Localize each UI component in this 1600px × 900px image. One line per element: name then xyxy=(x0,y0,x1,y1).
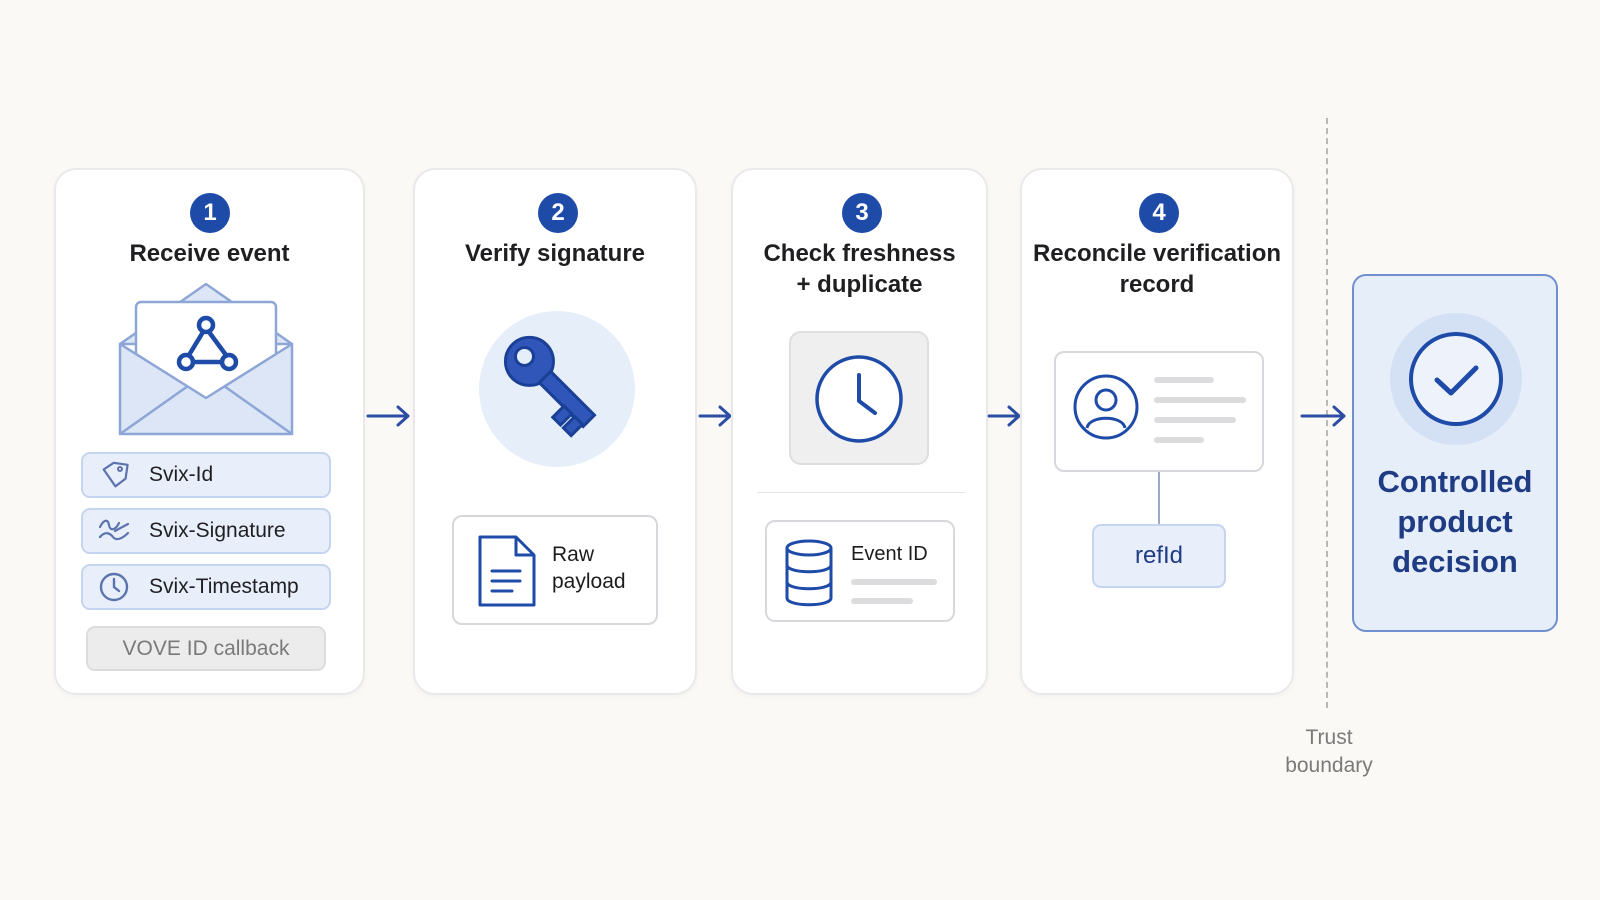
arrow-icon xyxy=(1300,405,1346,427)
step-4-title-line1: Reconcile verification xyxy=(1032,240,1282,267)
divider xyxy=(757,492,965,493)
clock-icon xyxy=(815,355,903,443)
check-circle-icon xyxy=(1390,313,1522,445)
clock-icon xyxy=(97,570,131,604)
clock-panel xyxy=(789,331,929,465)
webhook-envelope-icon xyxy=(118,282,294,436)
step-1-title: Receive event xyxy=(129,240,290,267)
step-3-title-line2: + duplicate xyxy=(796,271,923,298)
step-4-title-line2: record xyxy=(1119,271,1195,298)
step-4-card: 4 Reconcile verification record refId xyxy=(1020,168,1294,695)
payload-label-line1: Raw xyxy=(552,543,595,566)
trust-boundary-label-line1: Trust xyxy=(1305,726,1353,749)
raw-payload-box: Raw payload xyxy=(452,515,658,625)
placeholder-line xyxy=(1154,397,1246,403)
step-3-badge: 3 xyxy=(842,193,882,233)
ref-id-box: refId xyxy=(1092,524,1226,588)
database-icon xyxy=(785,539,833,607)
signature-icon xyxy=(97,514,131,548)
placeholder-line xyxy=(1154,437,1204,443)
placeholder-line xyxy=(1154,417,1236,423)
outcome-line1: Controlled xyxy=(1377,464,1533,499)
step-3-title-line1: Check freshness xyxy=(763,240,956,267)
header-svix-signature: Svix-Signature xyxy=(81,508,331,554)
trust-boundary-label-line2: boundary xyxy=(1285,754,1373,777)
outcome-card: Controlled product decision xyxy=(1352,274,1558,632)
header-label: Svix-Signature xyxy=(149,519,286,542)
step-2-title: Verify signature xyxy=(464,240,646,267)
header-label: Svix-Id xyxy=(149,463,214,486)
outcome-line3: decision xyxy=(1392,544,1518,579)
ref-id-label: refId xyxy=(1134,542,1184,569)
arrow-icon xyxy=(698,405,732,427)
key-icon xyxy=(479,311,635,467)
outcome-line2: product xyxy=(1397,504,1513,539)
event-id-label: Event ID xyxy=(851,543,928,565)
placeholder-line xyxy=(1154,377,1214,383)
header-svix-timestamp: Svix-Timestamp xyxy=(81,564,331,610)
callback-label: VOVE ID callback xyxy=(86,626,326,671)
placeholder-line xyxy=(851,598,913,604)
step-1-card: 1 Receive event Svix-Id Svix-Signature xyxy=(54,168,365,695)
trust-boundary-line xyxy=(1326,118,1328,708)
header-svix-id: Svix-Id xyxy=(81,452,331,498)
payload-label-line2: payload xyxy=(552,570,626,593)
profile-card xyxy=(1054,351,1264,472)
step-1-badge: 1 xyxy=(190,193,230,233)
arrow-icon xyxy=(366,405,410,427)
arrow-icon xyxy=(987,405,1021,427)
step-2-card: 2 Verify signature Raw payload xyxy=(413,168,697,695)
header-label: Svix-Timestamp xyxy=(149,575,299,598)
step-4-badge: 4 xyxy=(1139,193,1179,233)
step-3-card: 3 Check freshness + duplicate Event ID xyxy=(731,168,988,695)
event-id-box: Event ID xyxy=(765,520,955,622)
tag-icon xyxy=(97,458,131,492)
document-icon xyxy=(478,535,536,607)
connector-line xyxy=(1158,472,1160,526)
step-2-badge: 2 xyxy=(538,193,578,233)
placeholder-line xyxy=(851,579,937,585)
profile-card-icon xyxy=(1073,374,1139,440)
